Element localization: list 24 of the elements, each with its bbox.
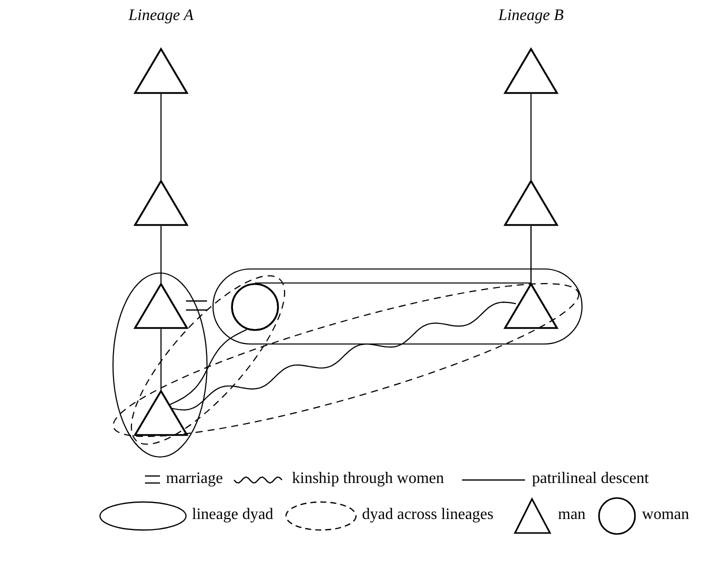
man-symbol [134,390,188,436]
lineage-heading: Lineage B [498,7,564,25]
man-symbol [504,283,558,329]
man-symbol [504,48,558,94]
legend-label: marriage [166,470,223,488]
legend-label: dyad across lineages [362,506,494,524]
man-symbol [134,180,188,226]
man-symbol [504,180,558,226]
lineage-heading: Lineage A [128,7,194,25]
descent-line [160,329,162,390]
legend-label: kinship through women [292,470,444,488]
legend-label: woman [642,506,690,524]
wavy-kinship-line [172,302,516,410]
descent-line [160,226,162,283]
descent-line [530,94,532,180]
woman-symbol [231,283,279,331]
man-symbol [134,283,188,329]
legend-label: patrilineal descent [532,470,649,488]
descent-line [160,94,162,180]
wavy-kinship-line [169,329,248,406]
descent-line [255,226,532,284]
legend-label: man [558,506,586,524]
man-symbol [134,48,188,94]
legend-label: lineage dyad [192,506,274,524]
